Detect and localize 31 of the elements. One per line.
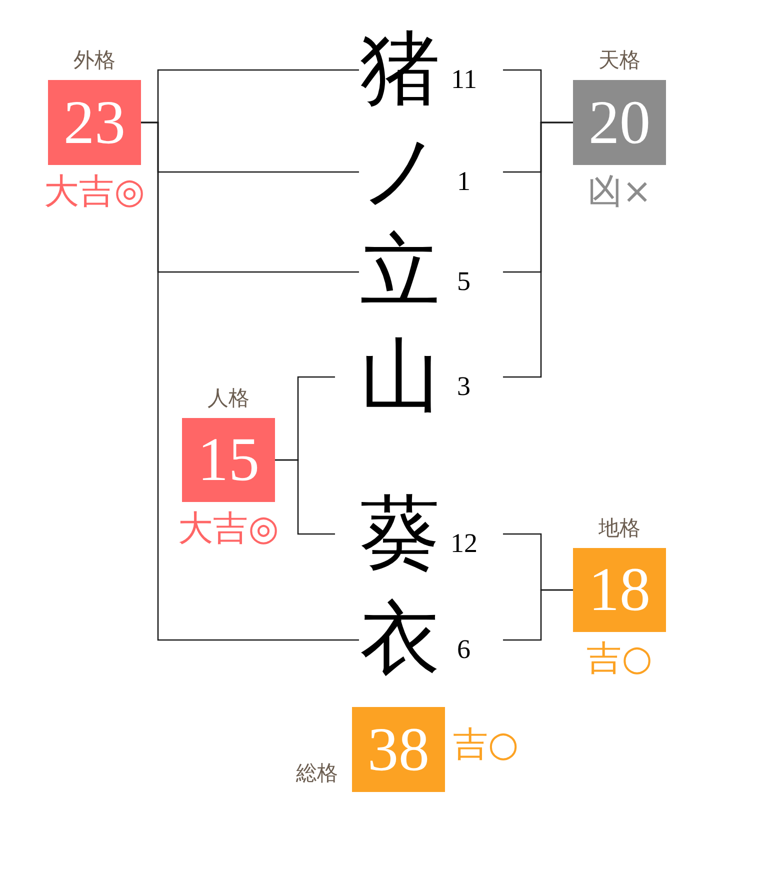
score-number: 18 xyxy=(588,559,650,621)
stroke-count: 3 xyxy=(457,372,470,400)
category-label: 地格 xyxy=(598,518,640,539)
score-number: 23 xyxy=(64,92,126,154)
fortune-rating: 吉○ xyxy=(586,642,652,677)
bracket-line xyxy=(503,122,573,378)
stroke-count: 1 xyxy=(457,168,470,194)
fortune-rating: 大吉◎ xyxy=(178,512,279,547)
stroke-count: 6 xyxy=(457,636,470,662)
bracket-line xyxy=(503,589,573,641)
stroke-count: 11 xyxy=(451,66,477,92)
name-character: ノ xyxy=(360,132,442,212)
score-number: 20 xyxy=(588,92,650,154)
bracket-line xyxy=(275,459,335,535)
fortune-rating: 凶× xyxy=(587,175,652,210)
fortune-rating: 大吉◎ xyxy=(44,175,145,210)
name-character: 山 xyxy=(360,337,440,417)
name-character: 衣 xyxy=(360,600,440,680)
score-number: 38 xyxy=(368,718,430,780)
name-character: 葵 xyxy=(360,494,440,574)
category-label: 天格 xyxy=(598,50,640,71)
category-label: 人格 xyxy=(208,388,250,409)
bracket-line xyxy=(141,122,359,641)
stroke-count: 12 xyxy=(450,530,478,556)
score-number: 15 xyxy=(198,429,260,491)
category-label: 総格 xyxy=(296,763,338,784)
name-character: 猪 xyxy=(360,30,440,110)
category-label: 外格 xyxy=(74,50,116,71)
fortune-rating: 吉○ xyxy=(453,728,519,763)
name-character: 立 xyxy=(360,232,440,312)
stroke-count: 5 xyxy=(457,268,470,294)
